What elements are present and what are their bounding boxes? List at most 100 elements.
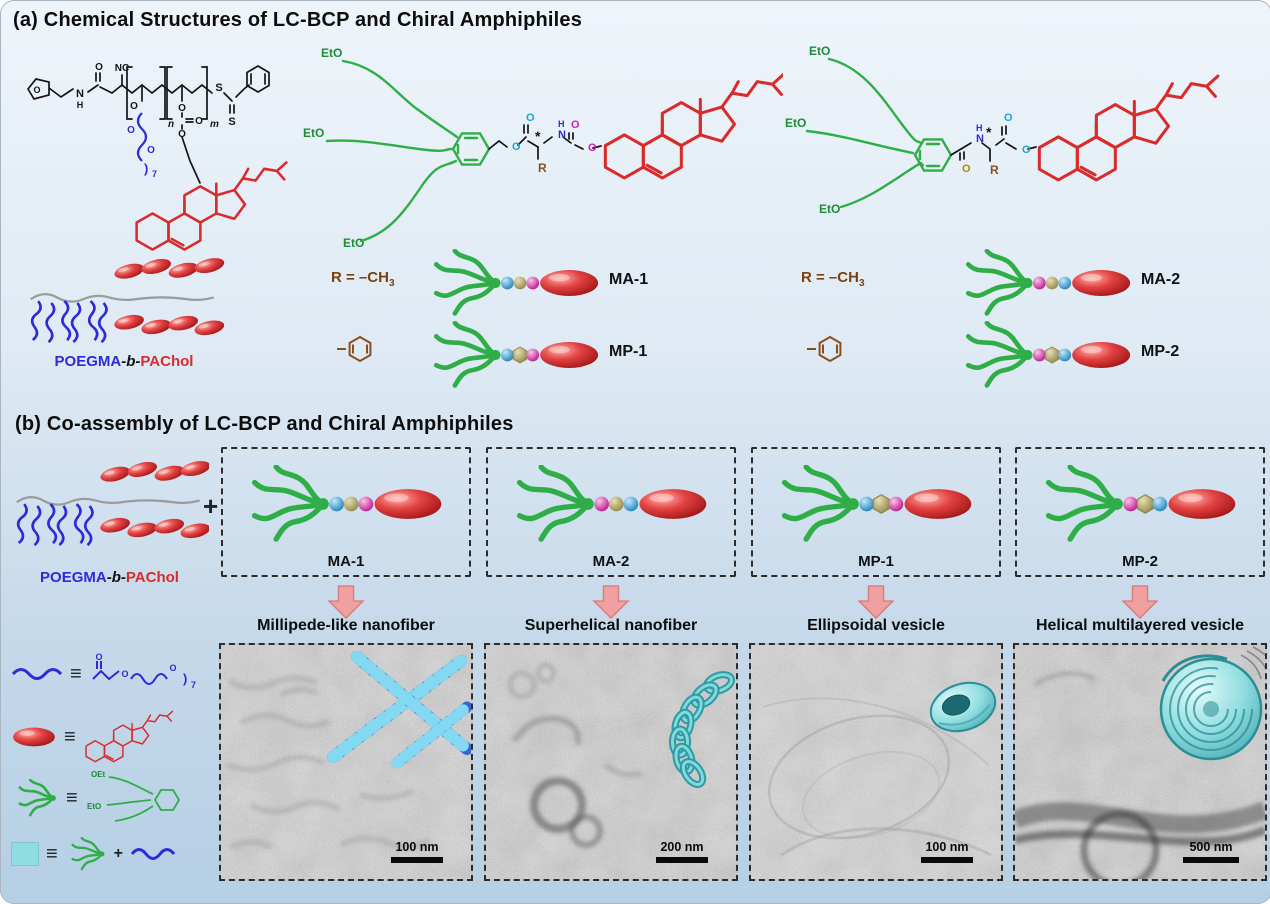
amide-n: N [76,88,84,100]
amphiphile1-chemical-structure: EtO EtO EtO O O * R N H O O [303,46,783,250]
assembly-swatch [11,842,39,866]
tem-image-superhelical-nanofiber: 200 nm [484,643,738,881]
svg-text:500 nm: 500 nm [1189,840,1232,854]
panel-b-title: (b) Co-assembly of LC-BCP and Chiral Amp… [15,413,514,435]
svg-text:OEt: OEt [91,770,106,779]
legend-row-coassembly: ≡ + [11,837,176,871]
svg-text:O: O [512,141,521,153]
tem-canvas: 100 nm [751,645,1001,879]
box-label: MA-2 [592,553,630,570]
superhelix-model [669,671,735,788]
amphiphile-box-ma2: MA-2 [486,447,736,577]
amphiphile2-chemical-structure: EtO EtO EtO O N H * R O O [785,44,1220,216]
svg-text:O: O [130,101,138,112]
svg-text:O: O [1022,144,1031,156]
lcbcp-label-b: POEGMA-b-PAChol [40,569,179,586]
box-label: MP-2 [1122,553,1158,570]
ma2-label: MA-2 [1141,271,1181,288]
legend-row-dendron: ≡ OEt EtO [11,767,193,829]
cholesterol-structure [85,710,173,763]
down-arrow-icon [858,585,894,619]
result-caption-1: Millipede-like nanofiber [257,617,435,634]
tem-canvas: 100 nm [221,645,471,879]
amphiphile-cartoon-mp1 [767,463,977,545]
peg-structure: O O O ) 7 [91,652,196,690]
svg-text:O: O [95,652,102,662]
amphiphile-cartoon-ma1 [421,247,603,319]
nitrile-nc: NC [115,63,129,74]
phenyl-glyph-left [337,335,372,363]
tem-canvas: 500 nm [1015,645,1265,879]
peg-paren: ) [144,161,148,176]
mp1-label: MP-1 [609,343,648,360]
svg-text:EtO: EtO [809,44,830,58]
ellipsoidal-vesicle-model [929,681,997,733]
lcbcp-label-a: POEGMA-b-PAChol [54,353,194,370]
result-caption-2: Superhelical nanofiber [524,617,698,634]
svg-text:EtO: EtO [303,126,324,140]
cholesterol-skeleton-red [603,72,783,180]
svg-text:O: O [588,142,597,154]
chiral-star: * [535,128,541,144]
plus-sign: + [203,491,219,521]
scale-bar: 100 nm [921,840,973,863]
scale-bar: 500 nm [1183,840,1239,863]
down-arrow-icon [328,585,364,619]
peg-squiggle-icon [11,668,63,680]
svg-text:EtO: EtO [785,116,806,130]
svg-text:EtO: EtO [321,46,342,60]
svg-text:O: O [195,116,203,127]
amphiphile-cartoon-mp2 [953,319,1135,391]
amphiphile-cartoon-mp1 [421,319,603,391]
amphiphile-cartoon-mp2 [1031,463,1241,545]
mp2-label: MP-2 [1141,343,1180,360]
svg-text:O: O [178,129,186,140]
amphiphile-cartoon-ma2 [502,463,712,545]
scale-bar: 100 nm [391,840,443,863]
amide-h: H [77,100,84,110]
svg-text:H: H [558,119,565,129]
thio-s1: S [215,82,222,94]
svg-text:O: O [962,163,971,175]
cholesterol-skeleton-red [135,161,288,251]
svg-text:7: 7 [191,680,196,690]
subscript-n: n [168,119,174,130]
down-arrow-icon [593,585,629,619]
tem-image-ellipsoidal-vesicle: 100 nm [749,643,1003,881]
box-label: MA-1 [327,553,365,570]
r-substituent: R [990,163,999,177]
svg-text:O: O [1004,112,1013,124]
svg-text:100 nm: 100 nm [395,840,438,854]
peg-seven: 7 [152,169,157,179]
svg-text:EtO: EtO [87,802,101,811]
ma1-label: MA-1 [609,271,649,288]
svg-text:O: O [95,62,103,73]
down-arrow-icon [1122,585,1158,619]
legend-row-cholesterol: ≡ [11,707,175,767]
lcbcp-cartoon-b [13,447,209,565]
r-methyl-label-right: R = –CH3 [801,269,865,289]
svg-text:O: O [127,125,135,136]
tetrapod-icon [18,779,58,817]
lcbcp-cartoon [25,247,225,359]
svg-text:100 nm: 100 nm [925,840,968,854]
svg-text:O: O [121,669,128,679]
legend-row-peg: ≡ O O O ) 7 [11,651,205,697]
lcbcp-chemical-structure: O N H O NC n m O O O O S S O O ) 7 [26,62,288,251]
svg-text:200 nm: 200 nm [660,840,703,854]
r-substituent: R [538,161,547,175]
striped-nanofiber-model [327,651,471,769]
svg-text:O: O [169,663,176,673]
result-caption-4: Helical multilayered vesicle [1035,617,1245,634]
helical-multilayered-vesicle-model [1159,646,1265,761]
amphiphile-box-mp1: MP-1 [751,447,1001,577]
svg-text:O: O [526,112,535,124]
amphiphile-cartoon-ma1 [237,463,447,545]
svg-text:O: O [147,145,155,156]
svg-text:O: O [571,119,580,131]
svg-text:): ) [183,671,187,686]
amphiphile-box-mp2: MP-2 [1015,447,1265,577]
box-label: MP-1 [858,553,894,570]
tem-canvas: 200 nm [486,645,736,879]
